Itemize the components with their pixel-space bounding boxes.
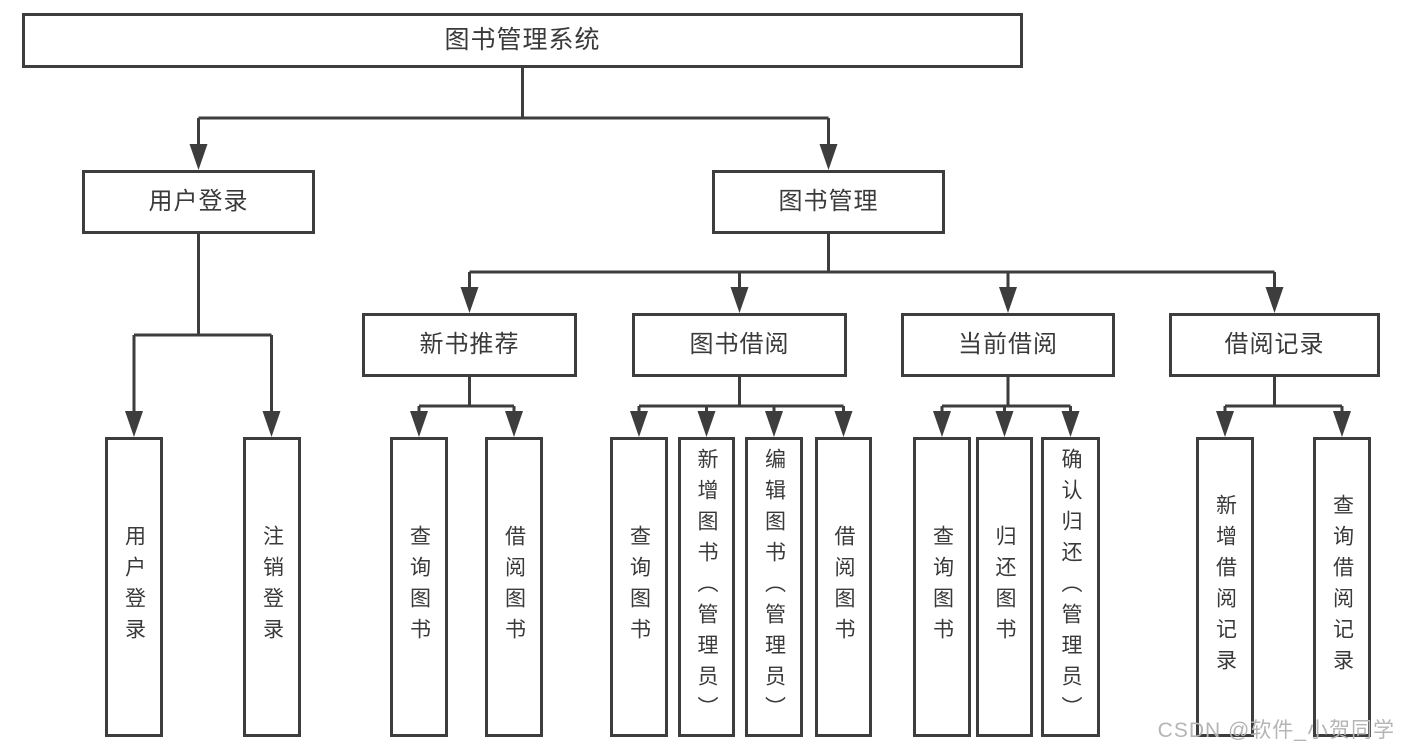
leaf-query-books-borrowing: 查询图书 [610, 437, 668, 737]
leaf-borrow-books-borrowing: 借阅图书 [815, 437, 872, 737]
leaf-confirm-return-admin: 确认归还（管理员） [1041, 437, 1100, 737]
leaf-user-login: 用户登录 [105, 437, 163, 737]
node-book-borrowing: 图书借阅 [632, 313, 847, 377]
node-new-book-recommend: 新书推荐 [362, 313, 577, 377]
leaf-borrow-books-recommend-label: 借阅图书 [502, 525, 526, 649]
arrowheads [125, 144, 1351, 437]
leaf-query-books-borrowing-label: 查询图书 [627, 525, 651, 649]
node-current-borrowing-label: 当前借阅 [958, 331, 1058, 358]
leaf-edit-books-admin-label: 编辑图书（管理员） [762, 447, 786, 727]
leaf-borrow-books-recommend: 借阅图书 [485, 437, 543, 737]
leaf-query-books-current-label: 查询图书 [930, 525, 954, 649]
leaf-return-books: 归还图书 [976, 437, 1033, 737]
node-book-management-label: 图书管理 [778, 188, 879, 215]
leaf-return-books-label: 归还图书 [993, 525, 1016, 649]
node-user-login: 用户登录 [82, 170, 315, 234]
leaf-logout-label: 注销登录 [260, 525, 284, 649]
leaf-add-borrow-record-label: 新增借阅记录 [1213, 494, 1237, 680]
leaf-add-books-admin: 新增图书（管理员） [678, 437, 735, 737]
leaf-edit-books-admin: 编辑图书（管理员） [745, 437, 803, 737]
node-borrowing-records: 借阅记录 [1169, 313, 1380, 377]
leaf-confirm-return-admin-label: 确认归还（管理员） [1059, 447, 1082, 727]
node-borrowing-records-label: 借阅记录 [1224, 331, 1325, 358]
leaf-query-books-current: 查询图书 [913, 437, 971, 737]
node-root: 图书管理系统 [22, 13, 1023, 68]
node-book-borrowing-label: 图书借阅 [689, 331, 790, 358]
node-book-management: 图书管理 [712, 170, 945, 234]
csdn-watermark: CSDN @软件_小贺同学 [1157, 719, 1395, 742]
leaf-query-books-recommend-label: 查询图书 [407, 525, 431, 649]
leaf-add-borrow-record: 新增借阅记录 [1196, 437, 1254, 737]
node-root-label: 图书管理系统 [444, 26, 601, 54]
leaf-query-borrow-record-label: 查询借阅记录 [1330, 494, 1354, 680]
node-new-book-recommend-label: 新书推荐 [419, 331, 520, 358]
leaf-query-borrow-record: 查询借阅记录 [1313, 437, 1371, 737]
leaf-query-books-recommend: 查询图书 [390, 437, 448, 737]
leaf-borrow-books-borrowing-label: 借阅图书 [832, 525, 855, 649]
leaf-logout: 注销登录 [243, 437, 301, 737]
node-current-borrowing: 当前借阅 [901, 313, 1115, 377]
node-user-login-label: 用户登录 [148, 188, 249, 215]
leaf-user-login-label: 用户登录 [122, 525, 146, 649]
leaf-add-books-admin-label: 新增图书（管理员） [695, 447, 718, 727]
